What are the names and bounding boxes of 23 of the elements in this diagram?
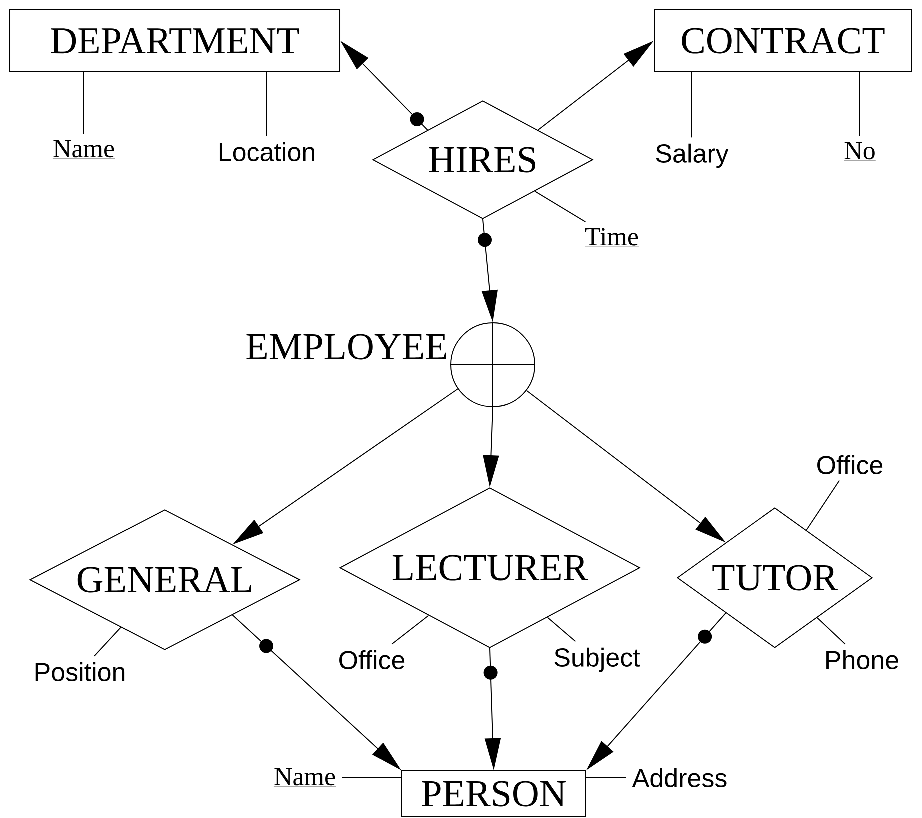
entity-label: EMPLOYEE [246,334,446,360]
attribute-label: Address [632,768,727,788]
attribute-label: Office [818,455,883,475]
attribute-label: Position [36,662,125,682]
connector-line [806,480,840,531]
connector-line [547,617,576,642]
attribute-label: Salary [656,144,729,168]
entity-box: DEPARTMENT [10,10,340,72]
connector-line [816,617,846,645]
connector-line [94,627,122,657]
attribute-label: Phone [826,650,898,670]
attribute-label: Location [220,142,314,162]
key-attribute-label: Time [584,228,640,248]
entity-box: PERSON [402,770,586,818]
connector-line [534,190,586,223]
entity-box: CONTRACT [654,10,912,72]
attribute-label: Office [340,650,405,670]
connector-line [392,615,430,645]
attribute-label: Subject [554,648,640,672]
key-attribute-label: Name [52,140,116,160]
key-attribute-label: Name [274,768,336,788]
connector-line [266,72,268,137]
key-attribute-label: No [844,142,876,162]
